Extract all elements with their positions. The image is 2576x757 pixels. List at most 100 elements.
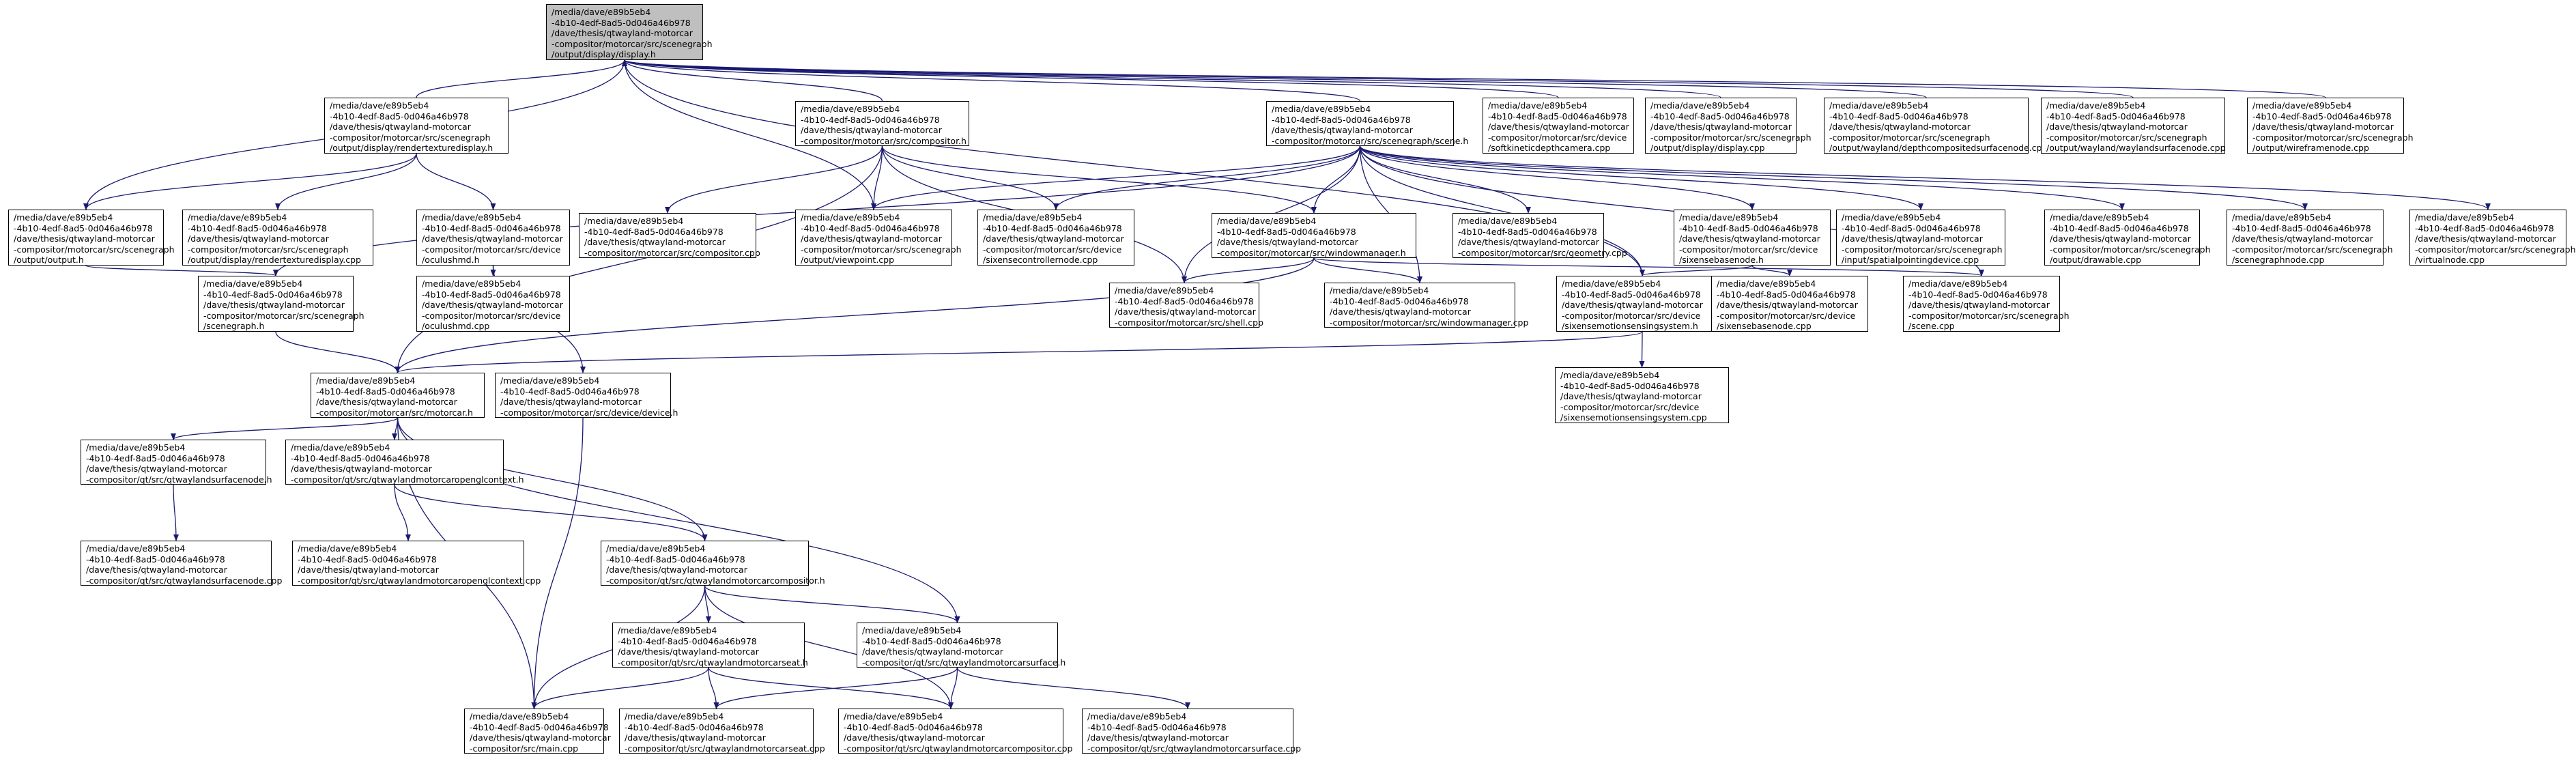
file-path-line: -compositor/motorcar/src/geometry.cpp: [1458, 247, 1627, 258]
file-path-line: -4b10-4edf-8ad5-0d046a46b978: [983, 223, 1122, 233]
file-node-scenegraphnode-cpp[interactable]: /media/dave/e89b5eb4-4b10-4edf-8ad5-0d04…: [2227, 210, 2393, 266]
file-path-line: -4b10-4edf-8ad5-0d046a46b978: [1217, 226, 1356, 237]
file-path-line: -4b10-4edf-8ad5-0d046a46b978: [188, 223, 327, 233]
file-node-motorcar-h[interactable]: /media/dave/e89b5eb4-4b10-4edf-8ad5-0d04…: [311, 373, 485, 418]
file-path-line: -compositor/motorcar/src/device: [422, 244, 561, 255]
file-path-line: /media/dave/e89b5eb4: [2252, 100, 2352, 111]
file-path-line: /dave/thesis/qtwayland-motorcar: [2415, 233, 2556, 244]
file-path-line: /dave/thesis/qtwayland-motorcar: [86, 463, 227, 474]
file-path-line: /dave/thesis/qtwayland-motorcar: [298, 565, 439, 575]
file-path-line: /dave/thesis/qtwayland-motorcar: [203, 300, 345, 310]
file-path-line: /media/dave/e89b5eb4: [188, 212, 287, 223]
file-path-line: -compositor/motorcar/src/scenegraph: [2415, 244, 2576, 255]
file-path-line: /dave/thesis/qtwayland-motorcar: [188, 233, 329, 244]
file-node-qtwaylandsurfacenode-h[interactable]: /media/dave/e89b5eb4-4b10-4edf-8ad5-0d04…: [81, 440, 272, 485]
file-node-waylandsurfacenode-cpp[interactable]: /media/dave/e89b5eb4-4b10-4edf-8ad5-0d04…: [2041, 98, 2226, 154]
file-node-qtwaylandmotorcarsurface-h[interactable]: /media/dave/e89b5eb4-4b10-4edf-8ad5-0d04…: [857, 623, 1065, 668]
file-path-line: -4b10-4edf-8ad5-0d046a46b978: [1560, 380, 1700, 391]
file-node-rendertexturedisplay-cpp[interactable]: /media/dave/e89b5eb4-4b10-4edf-8ad5-0d04…: [182, 210, 373, 266]
file-path-line: /output/display/display.h: [552, 49, 656, 59]
file-node-geometry-cpp[interactable]: /media/dave/e89b5eb4-4b10-4edf-8ad5-0d04…: [1452, 213, 1627, 258]
file-path-line: -4b10-4edf-8ad5-0d046a46b978: [552, 17, 691, 28]
file-node-virtualnode-cpp[interactable]: /media/dave/e89b5eb4-4b10-4edf-8ad5-0d04…: [2409, 210, 2576, 266]
file-path-line: -4b10-4edf-8ad5-0d046a46b978: [801, 114, 940, 125]
edge-qtwaylandsurfacenode-h-to-qtwaylandsurfacenode-cpp: [173, 484, 179, 541]
file-path-line: /media/dave/e89b5eb4: [330, 100, 429, 111]
file-node-depthcompositedsurfacenode-cpp[interactable]: /media/dave/e89b5eb4-4b10-4edf-8ad5-0d04…: [1824, 98, 2047, 154]
file-node-sixensemotionsensingsystem-cpp[interactable]: /media/dave/e89b5eb4-4b10-4edf-8ad5-0d04…: [1555, 367, 1729, 423]
edge-scene-h-to-viewpoint-cpp: [871, 145, 1361, 210]
file-node-qtwaylandmotorcarseat-cpp[interactable]: /media/dave/e89b5eb4-4b10-4edf-8ad5-0d04…: [619, 709, 825, 754]
edge-qtwaylandmotorcarseat-h-to-main-cpp: [531, 667, 709, 709]
file-path-line: -4b10-4edf-8ad5-0d046a46b978: [330, 111, 469, 122]
file-node-sixensebasenode-h[interactable]: /media/dave/e89b5eb4-4b10-4edf-8ad5-0d04…: [1674, 210, 1831, 266]
file-node-wireframenode-cpp[interactable]: /media/dave/e89b5eb4-4b10-4edf-8ad5-0d04…: [2247, 98, 2414, 154]
edge-windowmanager-h-to-windowmanager-cpp: [1313, 257, 1422, 283]
file-path-line: /output/wireframenode.cpp: [2252, 143, 2369, 153]
edge-compositor-h-to-compositor-cpp: [665, 145, 883, 214]
file-node-compositor-h[interactable]: /media/dave/e89b5eb4-4b10-4edf-8ad5-0d04…: [795, 101, 969, 146]
edge-rendertexturedisplay-h-to-output-h: [83, 153, 417, 210]
file-node-output-h[interactable]: /media/dave/e89b5eb4-4b10-4edf-8ad5-0d04…: [8, 210, 175, 266]
file-node-scenegraph-h[interactable]: /media/dave/e89b5eb4-4b10-4edf-8ad5-0d04…: [198, 276, 364, 332]
file-path-line: -compositor/qt/src/qtwaylandmotorcarsurf…: [1087, 743, 1302, 754]
file-path-line: /dave/thesis/qtwayland-motorcar: [1679, 233, 1820, 244]
file-path-line: -4b10-4edf-8ad5-0d046a46b978: [316, 386, 455, 397]
file-node-drawable-cpp[interactable]: /media/dave/e89b5eb4-4b10-4edf-8ad5-0d04…: [2044, 210, 2211, 266]
edge-display-cpp-to-display-h: [622, 59, 1721, 98]
edge-motorcar-h-to-qtwaylandsurfacenode-h: [171, 417, 399, 440]
file-path-line: -compositor/motorcar/src/device: [1717, 310, 1856, 321]
file-node-rendertexturedisplay-h[interactable]: /media/dave/e89b5eb4-4b10-4edf-8ad5-0d04…: [324, 98, 509, 154]
edge-scene-h-to-virtualnode-cpp: [1359, 145, 2491, 210]
file-node-display-cpp[interactable]: /media/dave/e89b5eb4-4b10-4edf-8ad5-0d04…: [1645, 98, 1812, 154]
edge-compositor-h-to-windowmanager-h: [881, 145, 1317, 214]
file-node-softkineticdepthcamera-cpp[interactable]: /media/dave/e89b5eb4-4b10-4edf-8ad5-0d04…: [1483, 98, 1634, 154]
file-path-line: /dave/thesis/qtwayland-motorcar: [1829, 122, 1971, 132]
file-node-spatialpointingdevice-cpp[interactable]: /media/dave/e89b5eb4-4b10-4edf-8ad5-0d04…: [1836, 210, 2005, 266]
file-node-oculushmd-cpp[interactable]: /media/dave/e89b5eb4-4b10-4edf-8ad5-0d04…: [416, 276, 570, 332]
file-path-line: -compositor/motorcar/src/motorcar.h: [316, 407, 473, 418]
file-node-qtwaylandmotorcarcompositor-cpp[interactable]: /media/dave/e89b5eb4-4b10-4edf-8ad5-0d04…: [838, 709, 1072, 754]
file-node-qtwaylandmotorcarcompositor-h[interactable]: /media/dave/e89b5eb4-4b10-4edf-8ad5-0d04…: [601, 541, 825, 586]
file-node-scene-h[interactable]: /media/dave/e89b5eb4-4b10-4edf-8ad5-0d04…: [1266, 101, 1468, 146]
edge-compositor-h-to-sixensecontrollernode-cpp: [881, 145, 1059, 210]
file-node-oculushmd-h[interactable]: /media/dave/e89b5eb4-4b10-4edf-8ad5-0d04…: [416, 210, 570, 266]
file-path-line: -compositor/qt/src/qtwaylandmotorcarseat…: [618, 657, 808, 668]
file-path-line: /dave/thesis/qtwayland-motorcar: [552, 28, 693, 38]
file-path-line: /sixensebasenode.cpp: [1717, 321, 1812, 331]
file-node-viewpoint-cpp[interactable]: /media/dave/e89b5eb4-4b10-4edf-8ad5-0d04…: [795, 210, 962, 266]
file-path-line: -compositor/motorcar/src/windowmanager.h: [1217, 247, 1406, 258]
file-path-line: /dave/thesis/qtwayland-motorcar: [1717, 300, 1858, 310]
file-path-line: /dave/thesis/qtwayland-motorcar: [801, 233, 942, 244]
file-node-qtwaylandmotorcarsurface-cpp[interactable]: /media/dave/e89b5eb4-4b10-4edf-8ad5-0d04…: [1082, 709, 1302, 754]
edge-qtwaylandmotorcarseat-h-to-qtwaylandmotorcarseat-cpp: [708, 667, 719, 709]
file-path-line: /dave/thesis/qtwayland-motorcar: [1458, 237, 1599, 247]
file-path-line: -compositor/motorcar/src/scenegraph: [552, 38, 713, 49]
file-path-line: /media/dave/e89b5eb4: [1717, 278, 1816, 289]
file-node-qtwaylandsurfacenode-cpp[interactable]: /media/dave/e89b5eb4-4b10-4edf-8ad5-0d04…: [81, 541, 283, 586]
edge-waylandsurfacenode-cpp-to-display-h: [622, 59, 2134, 98]
file-path-line: /dave/thesis/qtwayland-motorcar: [625, 732, 766, 743]
file-node-sixensecontrollernode-cpp[interactable]: /media/dave/e89b5eb4-4b10-4edf-8ad5-0d04…: [977, 210, 1134, 266]
file-path-line: /dave/thesis/qtwayland-motorcar: [1272, 125, 1413, 135]
file-path-line: -4b10-4edf-8ad5-0d046a46b978: [2415, 223, 2554, 233]
file-node-main-cpp[interactable]: /media/dave/e89b5eb4-4b10-4edf-8ad5-0d04…: [464, 709, 611, 754]
file-node-device-h[interactable]: /media/dave/e89b5eb4-4b10-4edf-8ad5-0d04…: [495, 373, 678, 418]
file-node-qtwaylandmotorcaropenglcontext-cpp[interactable]: /media/dave/e89b5eb4-4b10-4edf-8ad5-0d04…: [292, 541, 541, 586]
file-node-qtwaylandmotorcarseat-h[interactable]: /media/dave/e89b5eb4-4b10-4edf-8ad5-0d04…: [612, 623, 808, 668]
edge-qtwaylandmotorcarcompositor-h-to-qtwaylandmotorcarcompositor-cpp: [704, 585, 954, 709]
file-path-line: -4b10-4edf-8ad5-0d046a46b978: [844, 722, 983, 732]
file-node-sixensemotionsensingsystem-h[interactable]: /media/dave/e89b5eb4-4b10-4edf-8ad5-0d04…: [1556, 276, 1728, 332]
file-node-qtwaylandmotorcaropenglcontext-h[interactable]: /media/dave/e89b5eb4-4b10-4edf-8ad5-0d04…: [285, 440, 524, 485]
file-node-display-h[interactable]: /media/dave/e89b5eb4-4b10-4edf-8ad5-0d04…: [546, 4, 713, 60]
file-node-sixensebasenode-cpp[interactable]: /media/dave/e89b5eb4-4b10-4edf-8ad5-0d04…: [1711, 276, 1868, 332]
file-node-scene-cpp[interactable]: /media/dave/e89b5eb4-4b10-4edf-8ad5-0d04…: [1903, 276, 2070, 332]
file-path-line: /media/dave/e89b5eb4: [862, 625, 962, 635]
file-node-windowmanager-cpp[interactable]: /media/dave/e89b5eb4-4b10-4edf-8ad5-0d04…: [1324, 283, 1528, 328]
file-path-line: /dave/thesis/qtwayland-motorcar: [584, 237, 726, 247]
file-path-line: -4b10-4edf-8ad5-0d046a46b978: [606, 554, 745, 565]
file-path-line: -compositor/qt/src/qtwaylandsurfacenode.…: [86, 575, 283, 586]
file-node-compositor-cpp[interactable]: /media/dave/e89b5eb4-4b10-4edf-8ad5-0d04…: [579, 213, 760, 258]
file-node-shell-cpp[interactable]: /media/dave/e89b5eb4-4b10-4edf-8ad5-0d04…: [1109, 283, 1263, 328]
file-node-windowmanager-h[interactable]: /media/dave/e89b5eb4-4b10-4edf-8ad5-0d04…: [1212, 213, 1416, 258]
